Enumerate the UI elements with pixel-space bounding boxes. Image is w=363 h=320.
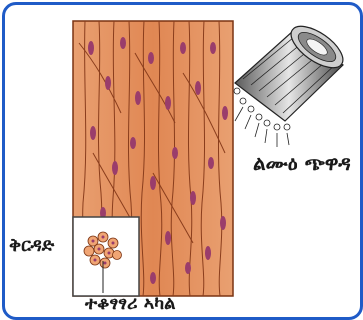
fiber-bundle-label: ቅርዳድ [9,237,54,255]
nucleus-label: ተቆፃፃሪ ኣካል [85,295,176,313]
muscle-fiber-label: ልሙዕ ጭዋዳ [253,153,351,173]
muscle-fiber-illustration [234,18,350,147]
